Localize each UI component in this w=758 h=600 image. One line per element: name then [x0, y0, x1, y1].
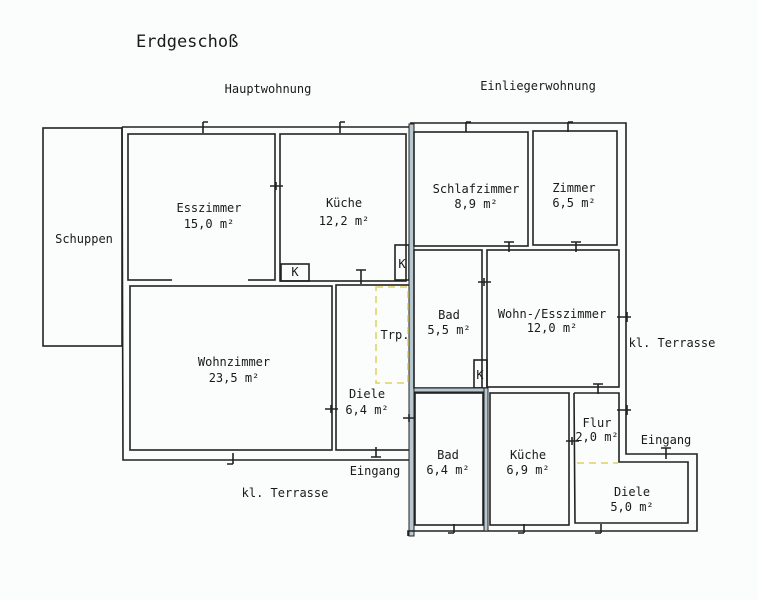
staircase-outline: [375, 286, 409, 384]
room-bad-area: 5,5 m²: [427, 323, 470, 337]
kueche-outline: [279, 133, 407, 282]
room-wohnesszimmer-name: Wohn-/Esszimmer: [498, 307, 606, 321]
room-schuppen-name: Schuppen: [55, 232, 113, 246]
section-label-main: Hauptwohnung: [225, 82, 312, 96]
room-diele-name: Diele: [349, 387, 385, 401]
room-esszimmer-area: 15,0 m²: [184, 217, 235, 231]
section-label-annex: Einliegerwohnung: [480, 79, 596, 93]
chimney-label: K: [476, 368, 484, 382]
room-diele2-name: Diele: [614, 485, 650, 499]
room-esszimmer-name: Esszimmer: [176, 201, 241, 215]
chimney-label: K: [291, 265, 299, 279]
room-kueche2-name: Küche: [510, 448, 546, 462]
room-diele2-area: 5,0 m²: [610, 500, 653, 514]
room-zimmer-area: 6,5 m²: [552, 196, 595, 210]
room-bad2-name: Bad: [437, 448, 459, 462]
staircase-label: Trp.: [381, 328, 410, 342]
room-schlafzimmer-name: Schlafzimmer: [433, 182, 520, 196]
room-schlafzimmer-area: 8,9 m²: [454, 197, 497, 211]
diele-outline: [335, 284, 411, 451]
room-bad2-area: 6,4 m²: [426, 463, 469, 477]
terrace-annex-label: kl. Terrasse: [629, 336, 716, 350]
room-diele-area: 6,4 m²: [345, 403, 388, 417]
room-flur-name: Flur: [583, 416, 612, 430]
room-zimmer-name: Zimmer: [552, 181, 595, 195]
room-kueche-area: 12,2 m²: [319, 214, 370, 228]
wohnzimmer-outline: [129, 285, 333, 451]
room-kueche-name: Küche: [326, 196, 362, 210]
room-bad-name: Bad: [438, 308, 460, 322]
plan-title: Erdgeschoß: [136, 32, 238, 52]
entrance-annex-label: Eingang: [641, 433, 692, 447]
room-flur-area: 2,0 m²: [575, 430, 618, 444]
room-wohnzimmer-name: Wohnzimmer: [198, 355, 270, 369]
terrace-main-label: kl. Terrasse: [242, 486, 329, 500]
room-kueche2-area: 6,9 m²: [506, 463, 549, 477]
entrance-main-label: Eingang: [350, 464, 401, 478]
room-wohnesszimmer-area: 12,0 m²: [527, 321, 578, 335]
walls: [42, 122, 698, 537]
room-wohnzimmer-area: 23,5 m²: [209, 371, 260, 385]
chimney-label: K: [398, 257, 406, 271]
door-marks: [202, 121, 671, 534]
